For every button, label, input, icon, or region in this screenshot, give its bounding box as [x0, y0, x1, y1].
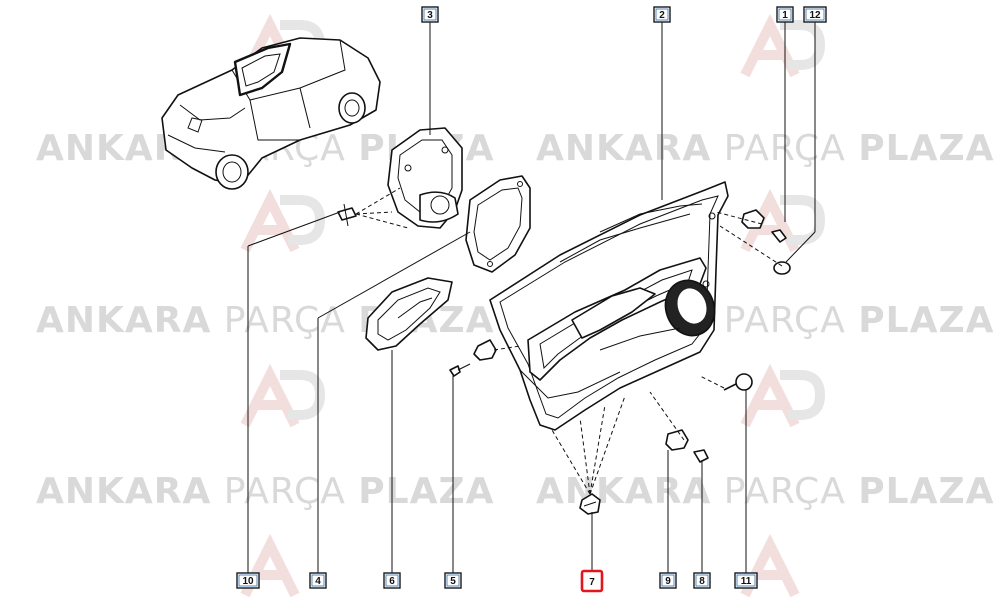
callout-label: 5 [450, 576, 456, 587]
watermark-text: ANKARA PARÇA PLAZA [536, 471, 994, 512]
callout-10[interactable]: 10 [236, 572, 260, 589]
callout-2[interactable]: 2 [653, 6, 671, 23]
callout-label: 10 [242, 576, 254, 587]
watermark-logos [240, 13, 826, 598]
callout-label: 11 [741, 576, 752, 587]
fastener-1-screw [771, 229, 787, 243]
watermark-text: ANKARA PARÇA PLAZA [36, 471, 494, 512]
callout-label: 1 [782, 10, 788, 21]
callout-label: 6 [389, 576, 395, 587]
fastener-5-clip [473, 339, 497, 361]
assembly-lines [355, 187, 783, 495]
callout-1[interactable]: 1 [776, 6, 794, 23]
car-illustration [161, 37, 381, 190]
callout-label: 12 [809, 10, 821, 21]
fastener-10 [337, 207, 357, 221]
callout-5[interactable]: 5 [444, 572, 462, 589]
callout-label: 2 [659, 10, 665, 21]
leader-lines [247, 22, 816, 573]
part-handle-bezel [365, 277, 453, 351]
callout-9[interactable]: 9 [659, 572, 677, 589]
callout-label: 3 [427, 10, 433, 21]
fastener-11-knob [735, 373, 753, 391]
callout-12[interactable]: 12 [803, 6, 827, 23]
fastener-9-clip [665, 429, 689, 451]
fastener-12-cap [773, 261, 791, 275]
callout-label: 8 [699, 576, 705, 587]
fasteners [337, 203, 791, 515]
fastener-5-screw [449, 365, 461, 377]
part-speaker-housing [387, 127, 463, 229]
part-switch-frame [465, 175, 531, 273]
callout-label: 9 [665, 576, 671, 587]
callout-label: 4 [315, 576, 321, 587]
callout-3[interactable]: 3 [421, 6, 439, 23]
callout-6[interactable]: 6 [383, 572, 401, 589]
callout-7[interactable]: 7 [580, 569, 604, 593]
watermark-text: ANKARA PARÇA PLAZA [536, 128, 994, 169]
callout-4[interactable]: 4 [309, 572, 327, 589]
fastener-8-screw [693, 449, 709, 463]
callout-11[interactable]: 11 [734, 572, 758, 589]
callout-label: 7 [589, 577, 595, 588]
part-door-trim-panel [489, 181, 729, 431]
callout-8[interactable]: 8 [693, 572, 711, 589]
